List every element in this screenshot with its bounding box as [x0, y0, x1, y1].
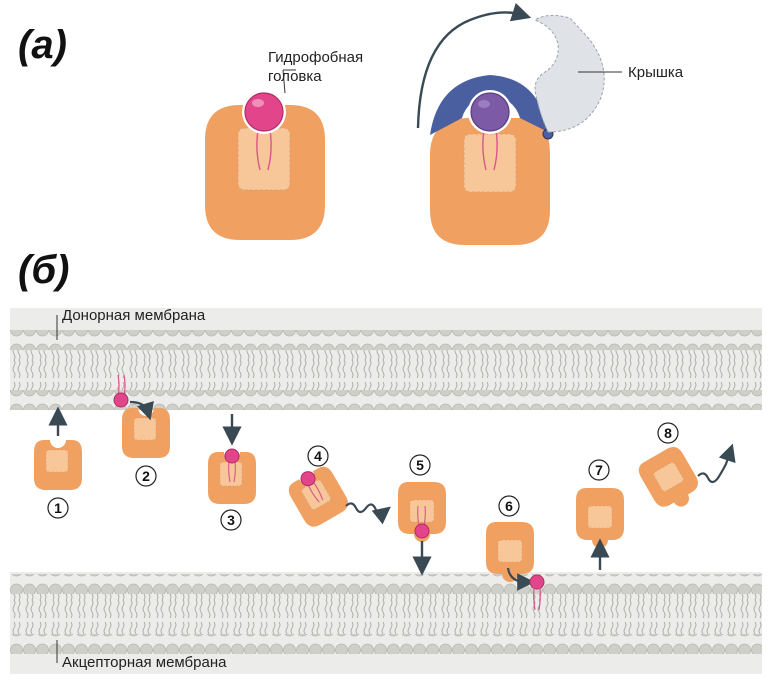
step-1-protein	[34, 440, 82, 490]
step-badges: 1 2 3 4 5 6 7 8	[47, 422, 679, 531]
protein-open	[205, 90, 325, 240]
protein-closed	[430, 75, 554, 245]
head-label-line1: Гидрофобная	[268, 49, 363, 66]
step-2-protein	[122, 408, 170, 458]
wavy-arrow	[697, 443, 736, 484]
step-3-badge	[220, 509, 242, 531]
step-3-protein	[208, 448, 256, 504]
step-5-badge	[409, 454, 431, 476]
step-6-protein	[486, 522, 534, 582]
panel-b-label: (б)	[18, 248, 69, 292]
lipid-tails	[256, 129, 272, 171]
step-7-number: 7	[595, 462, 603, 478]
step-2-number: 2	[142, 468, 150, 484]
head-label-line2: головка	[268, 68, 322, 85]
callout-line	[282, 69, 286, 94]
step-2-badge	[135, 465, 157, 487]
arrow	[129, 400, 154, 421]
panel-a-label: (а)	[18, 23, 67, 67]
step-7-badge	[588, 459, 610, 481]
step-5-number: 5	[416, 457, 424, 473]
lid-label: Крышка	[628, 64, 684, 81]
acceptor-membrane-label: Акцепторная мембрана	[62, 654, 227, 671]
hydrophobic-head	[244, 92, 284, 132]
step-7-protein	[576, 488, 624, 548]
step-3-number: 3	[227, 512, 235, 528]
donor-membrane	[10, 308, 762, 410]
step-8-badge	[657, 422, 679, 444]
donor-membrane-label: Донорная мембрана	[62, 307, 206, 324]
lipid-head	[113, 392, 129, 408]
step-8-number: 8	[664, 425, 672, 441]
wavy-arrow	[345, 502, 391, 525]
step-4-number: 4	[314, 448, 322, 464]
step-8-protein	[638, 447, 698, 507]
step-6-badge	[498, 495, 520, 517]
step-4-badge	[307, 445, 329, 467]
arrow	[506, 567, 535, 591]
step-1-badge	[47, 497, 69, 519]
lid-rotation-arrow	[416, 2, 532, 129]
lid	[430, 75, 548, 135]
acceptor-membrane	[10, 572, 762, 674]
lid-open-ghost	[533, 14, 605, 133]
step-5-protein	[398, 482, 446, 542]
hydrophobic-head-covered	[470, 92, 510, 132]
step-4-protein	[288, 466, 348, 527]
step-6-number: 6	[505, 498, 513, 514]
lipid-head	[529, 574, 545, 590]
step-1-number: 1	[54, 500, 62, 516]
